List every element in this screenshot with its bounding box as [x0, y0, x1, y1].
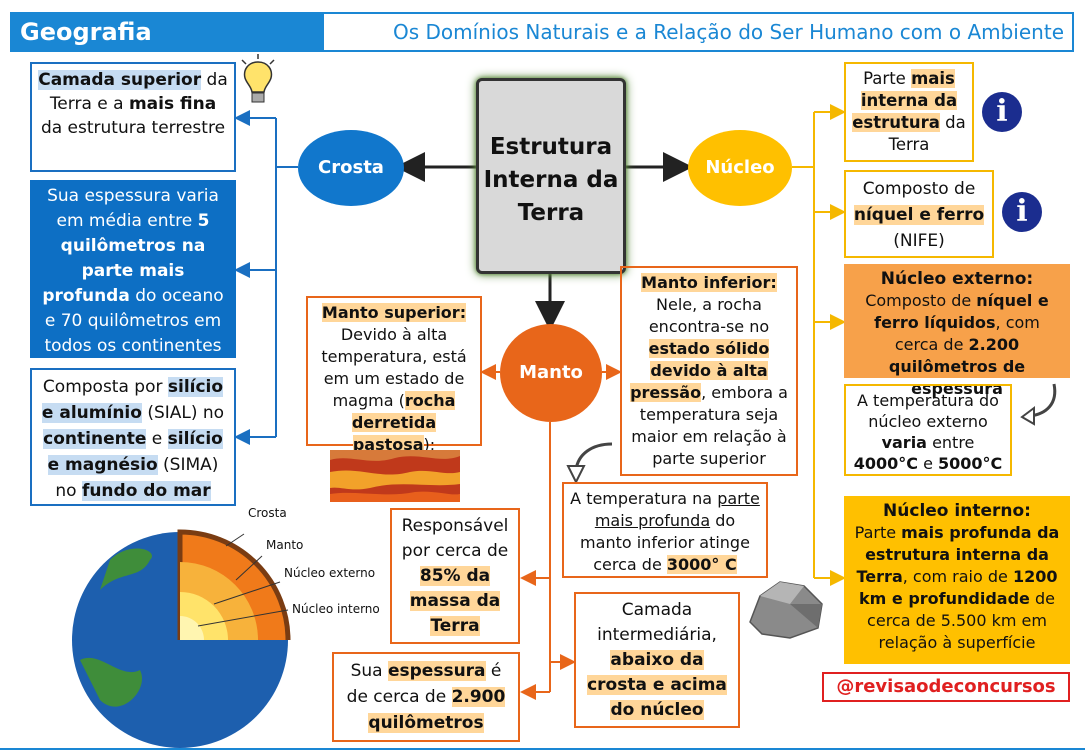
- node-manto: Manto: [500, 324, 602, 422]
- node-nucleo: Núcleo: [688, 130, 792, 206]
- node-crosta: Crosta: [298, 130, 404, 206]
- crosta-box-1: Camada superior da Terra e a mais fina d…: [30, 62, 236, 172]
- manto-massa-box: Responsável por cerca de 85% da massa da…: [390, 508, 520, 644]
- earth-label-nucleo-externo: Núcleo externo: [284, 566, 376, 580]
- subject-label: Geografia: [12, 14, 324, 50]
- handle-tag: @revisaodeconcursos: [822, 672, 1070, 702]
- earth-cutaway-icon: [72, 529, 291, 748]
- nucleo-box-2: Composto de níquel e ferro (NIFE): [844, 170, 994, 258]
- curved-arrow-icon: [566, 442, 613, 485]
- curved-arrow-icon: [1020, 383, 1057, 426]
- manto-inferior-box: Manto inferior: Nele, a rocha encontra-s…: [620, 266, 798, 476]
- rock-icon: [749, 581, 823, 639]
- nucleo-temp-box: A temperatura do núcleo externo varia en…: [844, 384, 1012, 476]
- nucleo-interno-box: Núcleo interno: Parte mais profunda da e…: [844, 496, 1070, 664]
- crosta-box-3: Composta por silício e alumínio (SIAL) n…: [30, 368, 236, 506]
- central-title: Estrutura Interna da Terra: [483, 134, 619, 226]
- manto-camada-box: Camada intermediária, abaixo da crosta e…: [574, 592, 740, 728]
- crosta-box-2: Sua espessura varia em média entre 5 qui…: [30, 180, 236, 358]
- info-icon: i: [982, 92, 1022, 132]
- manto-temp-box: A temperatura na parte mais profunda do …: [562, 482, 768, 578]
- header: Geografia Os Domínios Naturais e a Relaç…: [10, 12, 1074, 52]
- magma-icon: [330, 450, 460, 502]
- nucleo-externo-box: Núcleo externo: Composto de níquel e fer…: [844, 264, 1070, 398]
- manto-superior-box: Manto superior: Devido à alta temperatur…: [306, 296, 482, 454]
- info-icon: i: [1002, 192, 1042, 232]
- nucleo-box-1: Parte mais interna da estrutura da Terra: [844, 62, 974, 162]
- earth-label-nucleo-interno: Núcleo interno: [292, 602, 380, 616]
- central-scroll: Estrutura Interna da Terra: [476, 78, 626, 274]
- earth-label-crosta: Crosta: [248, 506, 287, 520]
- footer-divider: [0, 748, 1085, 750]
- earth-label-manto: Manto: [266, 538, 304, 552]
- lightbulb-icon: [241, 54, 275, 103]
- page-title: Os Domínios Naturais e a Relação do Ser …: [392, 20, 1064, 44]
- manto-espessura-box: Sua espessura é de cerca de 2.900 quilôm…: [332, 652, 520, 742]
